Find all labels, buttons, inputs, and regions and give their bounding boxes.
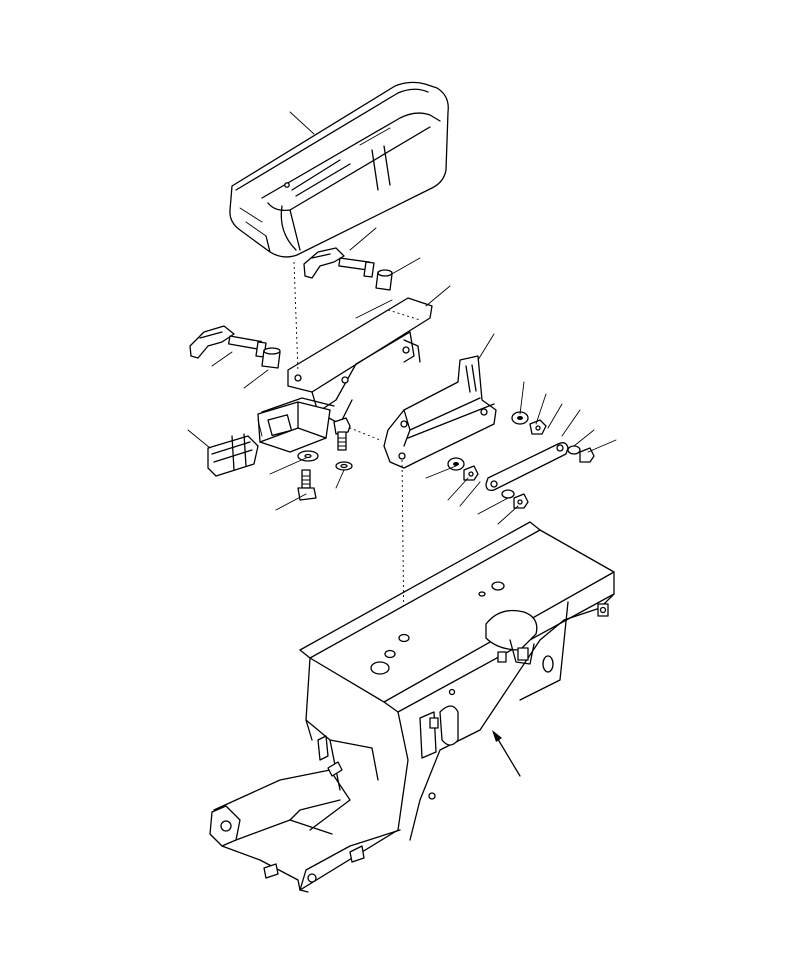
spacer-upper xyxy=(375,269,393,291)
frame-base xyxy=(209,521,615,893)
bolt-b xyxy=(297,469,317,501)
washer-c xyxy=(511,411,529,425)
connector-plug xyxy=(207,433,259,477)
washer-b xyxy=(335,461,353,471)
nut-e xyxy=(513,447,595,509)
nut-c xyxy=(529,419,547,435)
armrest-cushion xyxy=(229,81,449,258)
connector-housing xyxy=(257,397,335,453)
side-bracket xyxy=(383,355,497,469)
nut-d xyxy=(463,465,479,481)
mounting-bracket-top xyxy=(287,297,433,441)
leader-lines xyxy=(187,111,617,525)
washer-d xyxy=(447,457,465,471)
washer-a xyxy=(297,450,319,462)
lever-knob-upper xyxy=(303,247,375,279)
spacer-lower xyxy=(261,347,281,369)
link-plate xyxy=(485,442,569,492)
lever-knob-lower xyxy=(189,325,267,359)
bolt-a xyxy=(333,417,351,451)
